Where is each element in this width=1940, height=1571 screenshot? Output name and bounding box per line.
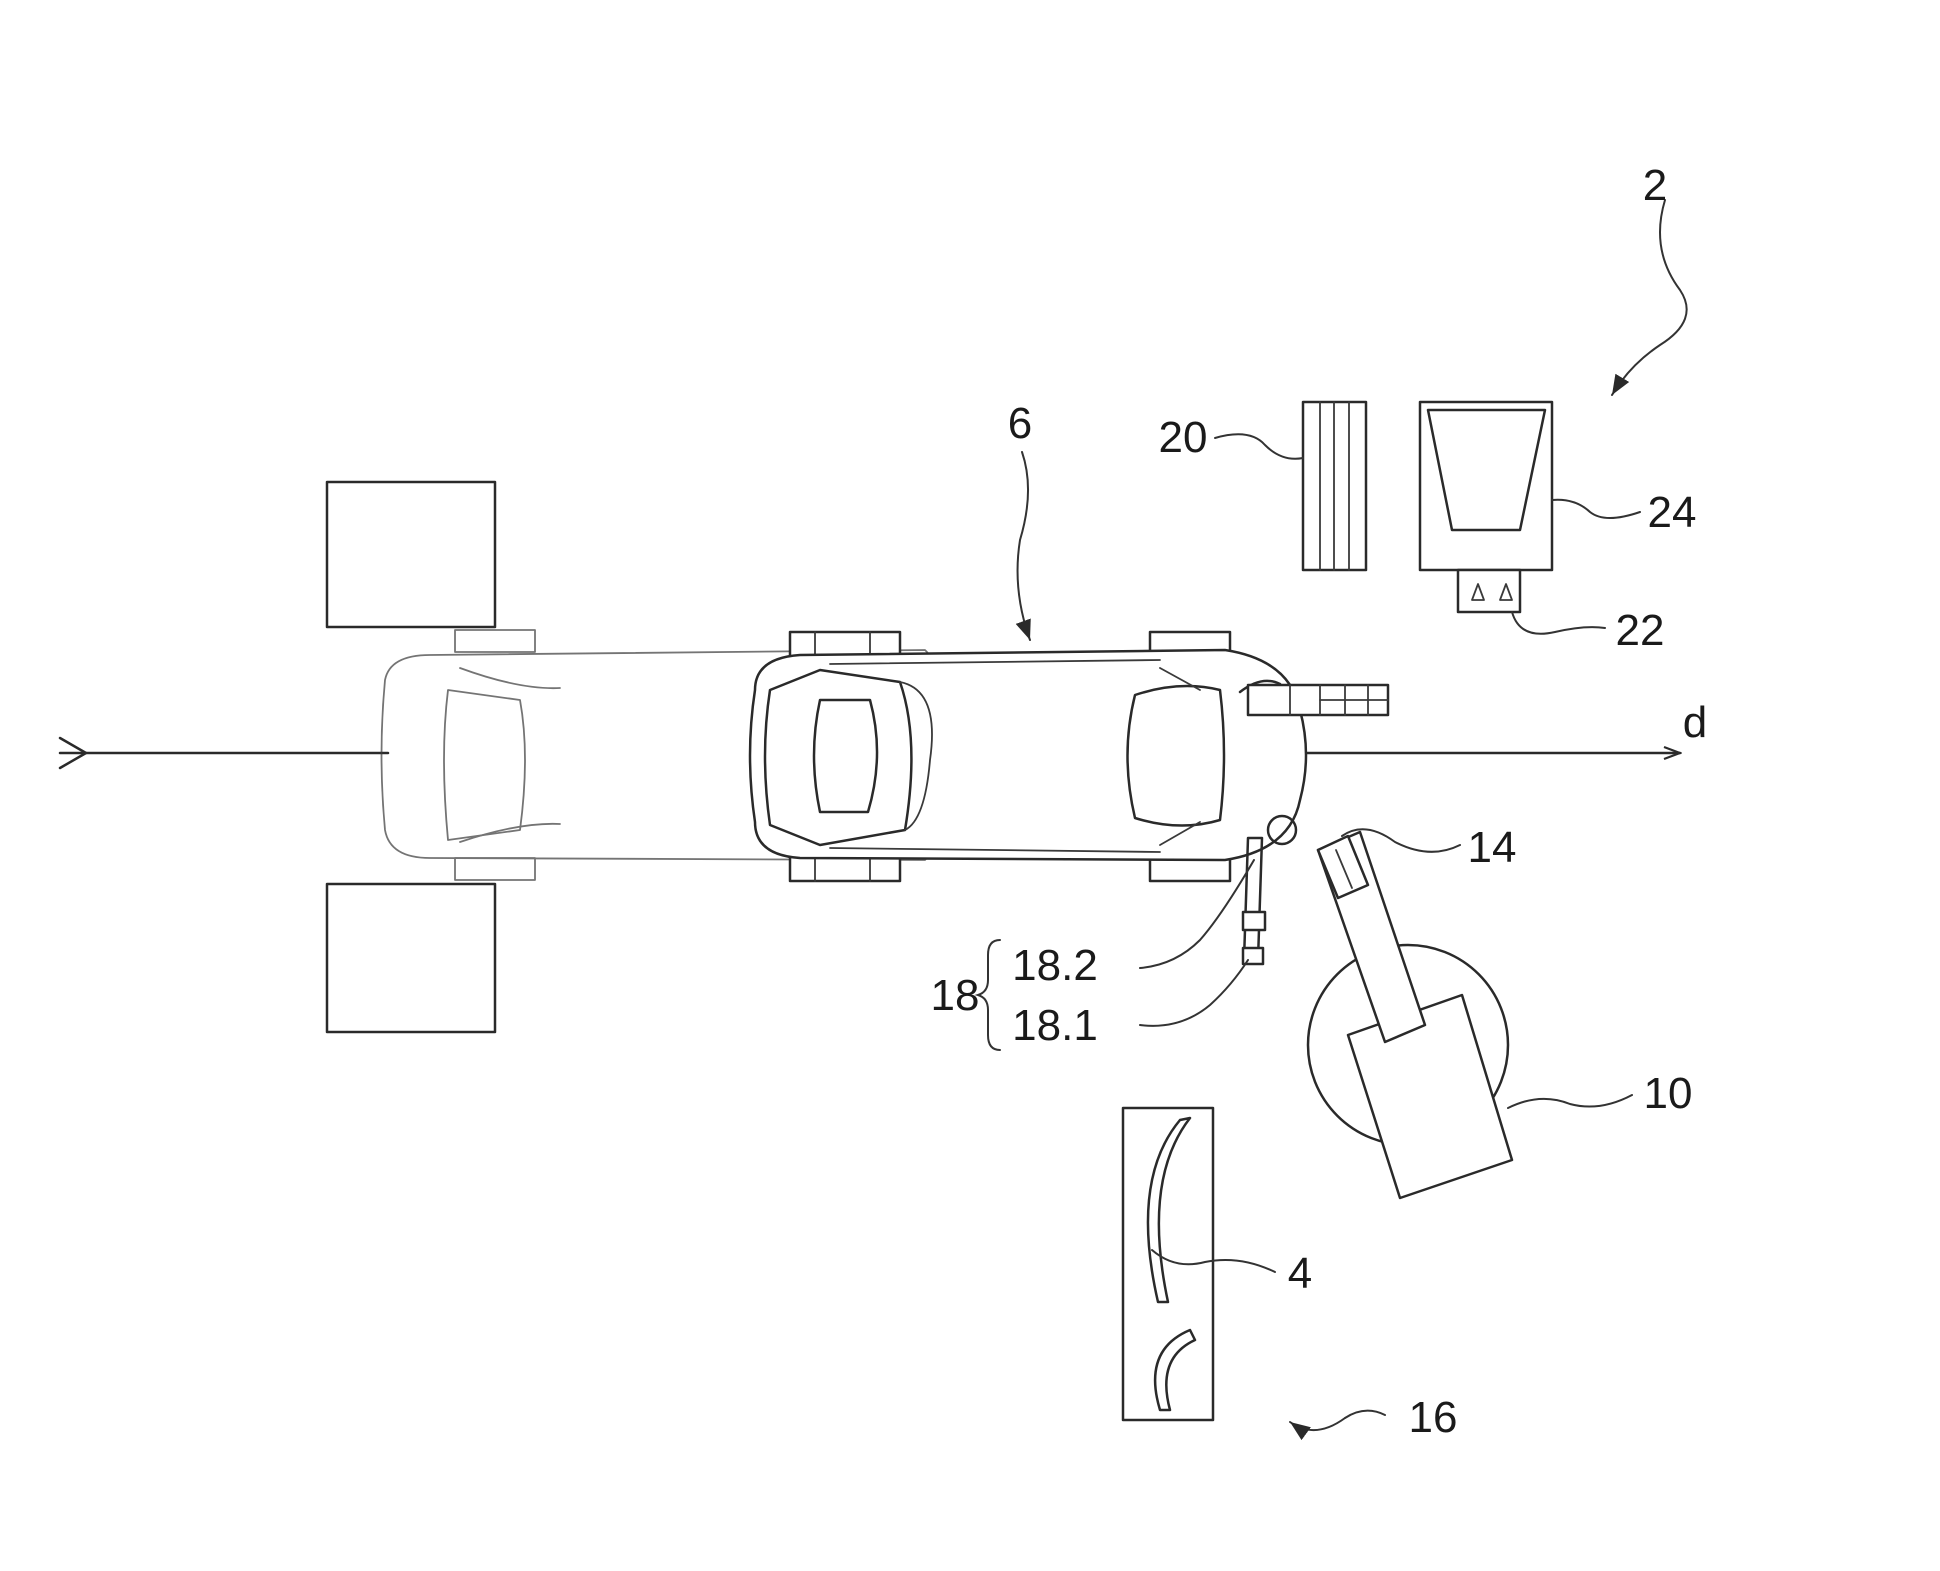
label-4: 4 <box>1288 1249 1312 1298</box>
station-box-bottom <box>327 884 495 1032</box>
robot-10 <box>1308 832 1512 1198</box>
vehicle-body <box>750 650 1306 860</box>
tool-18-2-rod <box>1244 838 1262 960</box>
ghost-body-line-1 <box>460 668 560 688</box>
label-2: 2 <box>1643 161 1667 210</box>
leader-6 <box>1018 452 1030 640</box>
label-24: 24 <box>1648 488 1697 537</box>
label-22: 22 <box>1616 606 1665 655</box>
label-14: 14 <box>1468 823 1517 872</box>
leader-20 <box>1215 434 1303 458</box>
ghost-windshield <box>444 690 525 840</box>
leader-16-tail <box>1345 1411 1385 1418</box>
label-10: 10 <box>1644 1069 1693 1118</box>
leader-2 <box>1612 200 1687 395</box>
ghost-wheel-front-bottom <box>455 858 535 880</box>
tool-18-1-clip <box>1243 912 1265 930</box>
unit-22-connector <box>1458 570 1520 612</box>
label-18-2: 18.2 <box>1012 941 1098 990</box>
label-d: d <box>1683 698 1707 747</box>
leader-18-1 <box>1140 960 1248 1026</box>
leader-16 <box>1290 1418 1345 1430</box>
robot-body <box>1348 995 1512 1198</box>
stacked-block <box>1248 685 1388 715</box>
unit-24-box <box>1420 402 1552 570</box>
unit-24 <box>1420 402 1552 612</box>
label-16: 16 <box>1409 1393 1458 1442</box>
leader-22 <box>1512 612 1605 634</box>
station-box-top <box>327 482 495 627</box>
tool-18 <box>1243 838 1265 964</box>
label-6: 6 <box>1008 399 1032 448</box>
group-18-brace <box>978 940 1000 1050</box>
ghost-wheel-front-top <box>455 630 535 652</box>
leader-10 <box>1508 1095 1632 1108</box>
ghost-body-line-2 <box>460 824 560 842</box>
label-18-1: 18.1 <box>1012 1001 1098 1050</box>
vehicle <box>750 632 1306 881</box>
unit-20 <box>1303 402 1366 570</box>
leader-24 <box>1552 500 1640 518</box>
label-20: 20 <box>1159 413 1208 462</box>
label-18: 18 <box>931 971 980 1020</box>
